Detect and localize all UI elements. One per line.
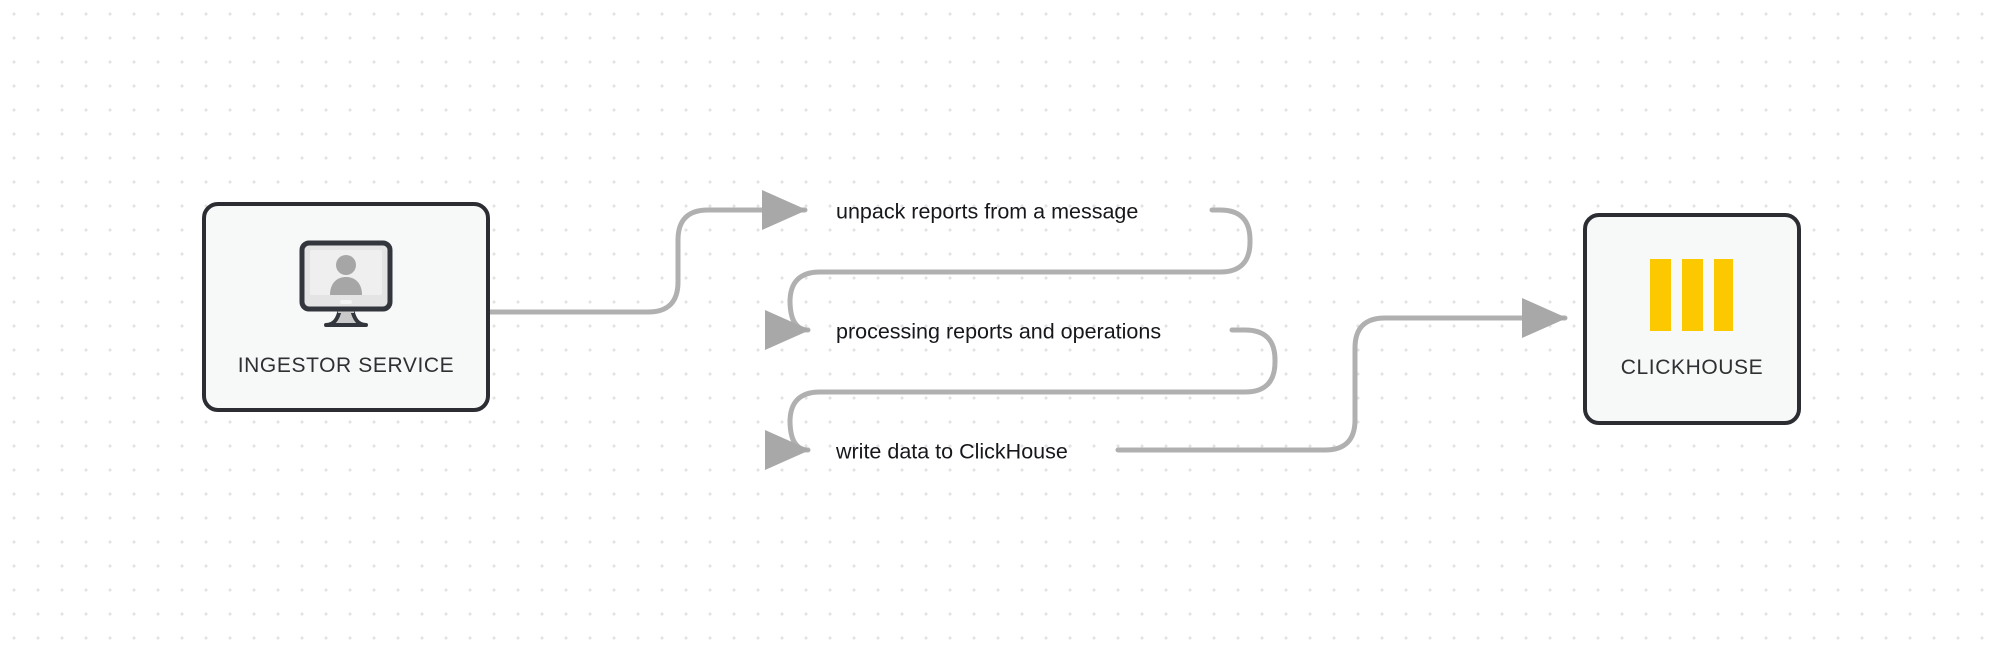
node-clickhouse-label: CLICKHOUSE [1620,355,1764,379]
edge-label-processing-reports: processing reports and operations [836,319,1162,344]
monitor-user-icon [294,237,398,338]
edge-path-2 [764,207,1253,350]
node-ingestor-service[interactable]: INGESTOR SERVICE [202,202,490,412]
node-ingestor-service-label: INGESTOR SERVICE [237,353,455,377]
node-clickhouse[interactable]: CLICKHOUSE [1583,213,1801,425]
edge-path-4 [1115,298,1568,453]
edge-path-1 [487,190,808,315]
clickhouse-bars-icon [1640,258,1744,336]
edge-path-3 [764,327,1278,470]
edge-label-unpack-reports: unpack reports from a message [836,199,1139,224]
edge-label-write-data: write data to ClickHouse [836,439,1068,464]
